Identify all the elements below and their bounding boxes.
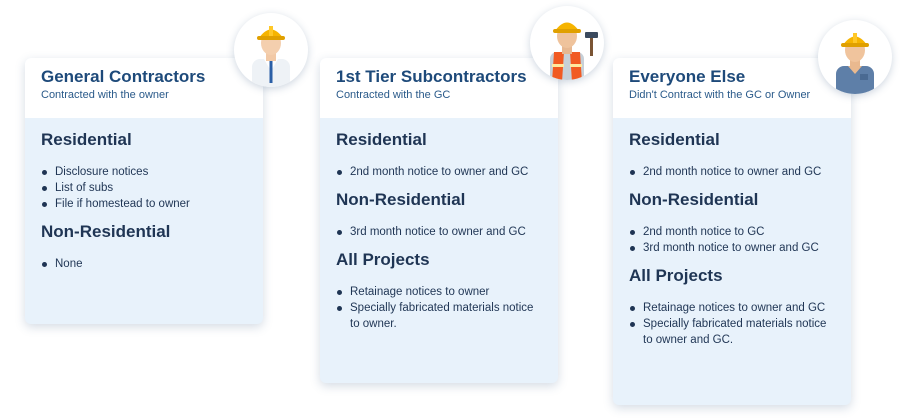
card-header: General Contractors Contracted with the … [25,58,263,118]
card-title: Everyone Else [629,67,746,86]
worker-suit-hardhat-icon [234,13,308,87]
card-header: 1st Tier Subcontractors Contracted with … [320,58,558,118]
card-title: General Contractors [41,67,206,86]
section-residential: Residential 2nd month notice to owner an… [336,130,546,180]
section-title: All Projects [629,266,723,285]
section-title: Residential [629,130,720,149]
card-title: 1st Tier Subcontractors [336,67,527,86]
section-residential: Residential Disclosure notices List of s… [41,130,251,212]
section-title: Residential [41,130,132,149]
section-title: Residential [336,130,427,149]
worker-shirt-hardhat-icon [818,20,892,94]
bullet-list: Retainage notices to owner and GC Specia… [629,300,839,348]
bullet-list: 2nd month notice to GC 3rd month notice … [629,224,839,256]
list-item: 2nd month notice to owner and GC [336,164,546,180]
list-item: List of subs [41,180,251,196]
card-body: Residential 2nd month notice to owner an… [320,118,558,332]
worker-vest-hammer-icon [530,6,604,80]
list-item: 2nd month notice to GC [629,224,839,240]
bullet-list: None [41,256,251,272]
list-item: Disclosure notices [41,164,251,180]
section-title: Non-Residential [336,190,466,209]
section-non-residential: Non-Residential 2nd month notice to GC 3… [629,190,839,256]
list-item: Retainage notices to owner and GC [629,300,839,316]
section-all-projects: All Projects Retainage notices to owner … [336,250,546,332]
section-non-residential: Non-Residential 3rd month notice to owne… [336,190,546,240]
bullet-list: 2nd month notice to owner and GC [629,164,839,180]
section-non-residential: Non-Residential None [41,222,251,272]
section-all-projects: All Projects Retainage notices to owner … [629,266,839,348]
list-item: Specially fabricated materials notice to… [629,316,839,348]
card-body: Residential Disclosure notices List of s… [25,118,263,272]
list-item: None [41,256,251,272]
list-item: 3rd month notice to owner and GC [629,240,839,256]
section-residential: Residential 2nd month notice to owner an… [629,130,839,180]
list-item: Retainage notices to owner [336,284,546,300]
list-item: File if homestead to owner [41,196,251,212]
list-item: Specially fabricated materials notice to… [336,300,546,332]
contractor-card-everyone-else: Everyone Else Didn't Contract with the G… [613,58,851,405]
card-body: Residential 2nd month notice to owner an… [613,118,851,348]
contractor-card-general: General Contractors Contracted with the … [25,58,263,324]
bullet-list: Retainage notices to owner Specially fab… [336,284,546,332]
bullet-list: 3rd month notice to owner and GC [336,224,546,240]
contractor-card-subcontractors: 1st Tier Subcontractors Contracted with … [320,58,558,383]
bullet-list: 2nd month notice to owner and GC [336,164,546,180]
bullet-list: Disclosure notices List of subs File if … [41,164,251,212]
section-title: Non-Residential [41,222,171,241]
card-subtitle: Contracted with the GC [336,89,451,101]
card-subtitle: Contracted with the owner [41,89,169,101]
section-title: All Projects [336,250,430,269]
list-item: 3rd month notice to owner and GC [336,224,546,240]
card-subtitle: Didn't Contract with the GC or Owner [629,89,811,101]
list-item: 2nd month notice to owner and GC [629,164,839,180]
card-header: Everyone Else Didn't Contract with the G… [613,58,851,118]
section-title: Non-Residential [629,190,759,209]
